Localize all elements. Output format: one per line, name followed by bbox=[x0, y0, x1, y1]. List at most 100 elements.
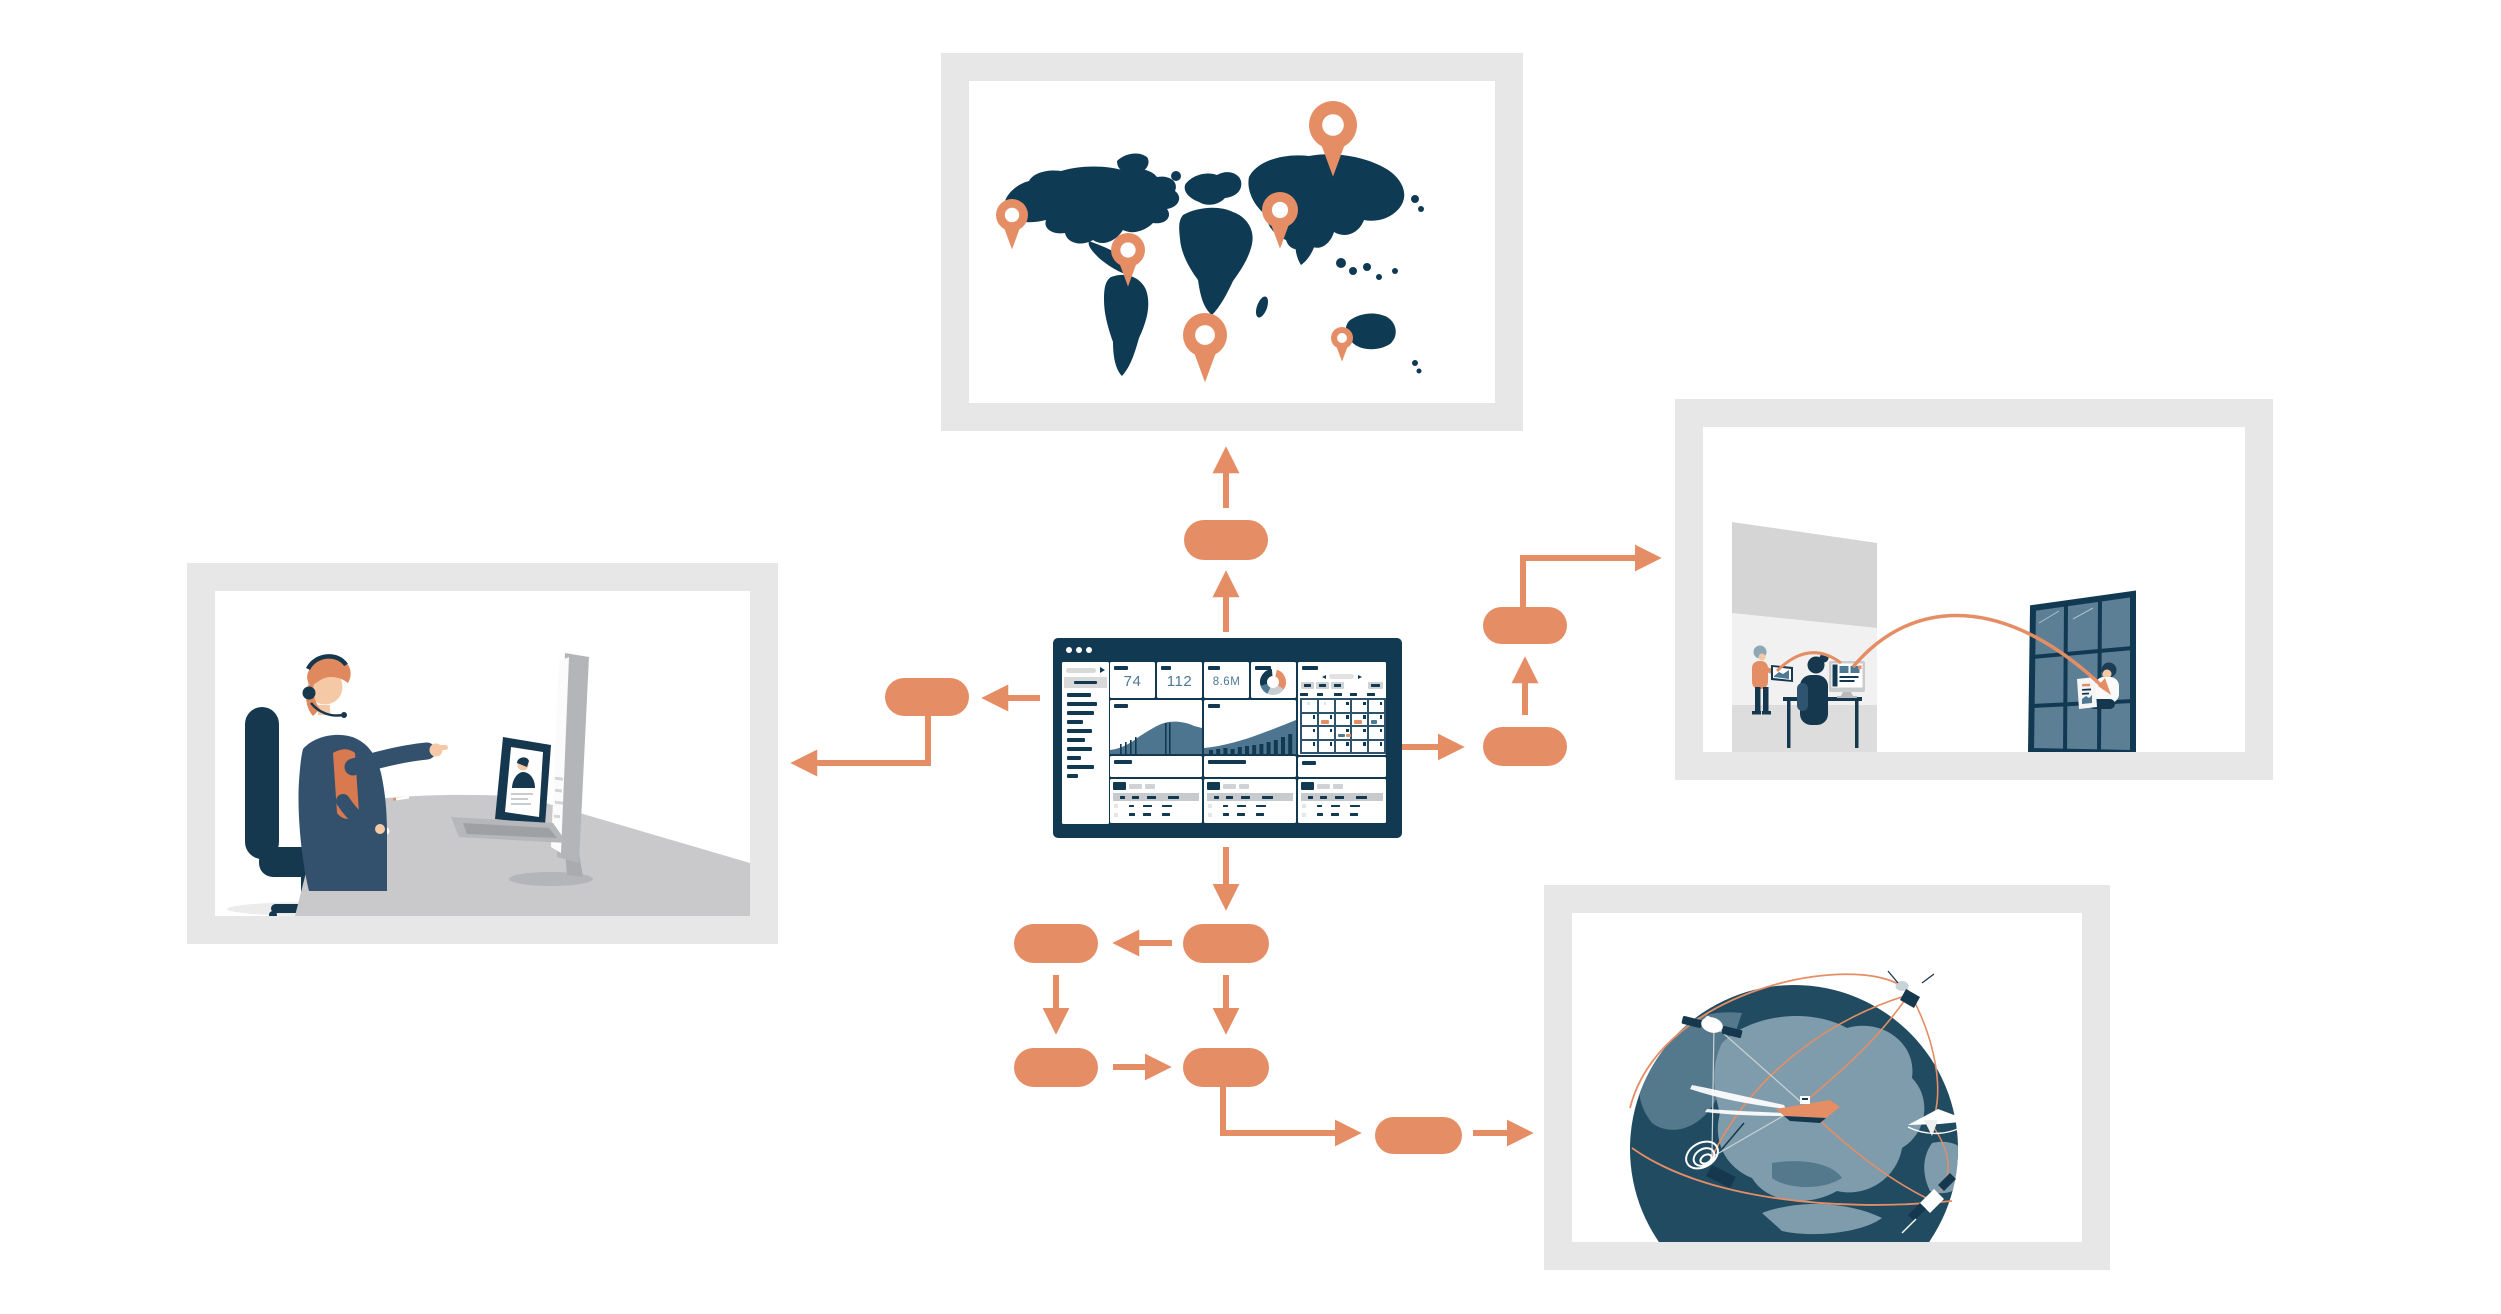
table-header-row bbox=[1207, 793, 1293, 801]
submit-arrow-icon[interactable] bbox=[1100, 667, 1105, 673]
table-header-row bbox=[1301, 793, 1383, 801]
window-controls bbox=[1066, 647, 1092, 653]
calendar-filter-button[interactable] bbox=[1331, 682, 1344, 689]
bar-area-chart bbox=[1204, 720, 1296, 754]
stat-value: 8.6M bbox=[1212, 676, 1241, 688]
calendar-event[interactable] bbox=[1345, 733, 1352, 737]
sidebar-selected-item[interactable] bbox=[1064, 677, 1107, 688]
calendar-event[interactable] bbox=[1320, 720, 1329, 724]
calendar-filter-button[interactable] bbox=[1368, 682, 1383, 689]
chart-title-bar bbox=[1208, 704, 1220, 708]
map-pin-icon bbox=[1183, 313, 1227, 383]
calendar-cell[interactable] bbox=[1334, 699, 1352, 713]
stat-title-bar bbox=[1255, 666, 1271, 670]
calendar-filter-button[interactable] bbox=[1301, 682, 1314, 689]
table-tab[interactable] bbox=[1145, 783, 1155, 789]
stat-card: 112 bbox=[1157, 662, 1202, 698]
chevron-right-icon[interactable] bbox=[1358, 674, 1362, 679]
calendar-event[interactable] bbox=[1337, 733, 1345, 737]
flow-node-b4 bbox=[1183, 1048, 1269, 1087]
headset-icon bbox=[302, 654, 348, 718]
section-label-card bbox=[1298, 757, 1386, 777]
calendar-cell[interactable] bbox=[1334, 712, 1352, 726]
section-title-bar bbox=[1208, 760, 1246, 764]
data-table-card bbox=[1204, 779, 1296, 823]
calendar-cell[interactable] bbox=[1317, 739, 1335, 753]
flow-node-b3 bbox=[1014, 1048, 1098, 1087]
data-table-card bbox=[1298, 779, 1386, 823]
calendar-cell[interactable] bbox=[1301, 726, 1318, 740]
flow-node-to-globe bbox=[1375, 1117, 1462, 1154]
calendar-cell[interactable] bbox=[1301, 739, 1318, 753]
video-call-panel bbox=[187, 563, 778, 944]
search-input[interactable] bbox=[1066, 667, 1096, 673]
calendar-cell[interactable] bbox=[1301, 699, 1318, 713]
calendar-cell[interactable] bbox=[1317, 726, 1335, 740]
table-tab-active[interactable] bbox=[1207, 782, 1220, 790]
calendar-cell[interactable] bbox=[1368, 712, 1385, 726]
calendar-grid[interactable] bbox=[1300, 698, 1386, 754]
flow-node-to-office-1 bbox=[1483, 727, 1567, 766]
table-tab-active[interactable] bbox=[1113, 782, 1126, 790]
office-panel-inner bbox=[1703, 427, 2245, 752]
calendar-cell[interactable] bbox=[1334, 739, 1352, 753]
table-tab-active[interactable] bbox=[1301, 782, 1314, 790]
row-checkbox[interactable] bbox=[1114, 804, 1118, 808]
table-tab[interactable] bbox=[1333, 783, 1343, 789]
calendar-cell[interactable] bbox=[1317, 699, 1335, 713]
desk bbox=[295, 794, 750, 916]
row-checkbox[interactable] bbox=[1302, 804, 1306, 808]
row-checkbox[interactable] bbox=[1114, 812, 1118, 817]
office-illustration bbox=[1732, 522, 2136, 752]
window-laptop bbox=[2077, 677, 2097, 709]
chair-back bbox=[1797, 683, 1808, 711]
table-tab[interactable] bbox=[1223, 783, 1236, 789]
calendar-cell[interactable] bbox=[1334, 726, 1352, 740]
calendar-cell[interactable] bbox=[1368, 699, 1385, 713]
calendar-cell[interactable] bbox=[1351, 712, 1369, 726]
video-call-illustration bbox=[227, 653, 750, 916]
section-title-bar bbox=[1302, 761, 1316, 765]
row-checkbox[interactable] bbox=[1208, 812, 1212, 817]
arc-arrowhead-icon bbox=[2098, 678, 2111, 695]
flow-node-to-map bbox=[1184, 520, 1268, 560]
satellite-top-right-icon bbox=[1887, 970, 1935, 1008]
calendar-cell[interactable] bbox=[1368, 739, 1385, 753]
calendar-cell[interactable] bbox=[1317, 712, 1335, 726]
table-tab[interactable] bbox=[1239, 783, 1249, 789]
calendar-filter-button[interactable] bbox=[1316, 682, 1329, 689]
map-pin-icon bbox=[1331, 327, 1353, 362]
flow-arrow bbox=[790, 716, 931, 777]
sidebar-search[interactable] bbox=[1065, 666, 1106, 674]
remote-worker bbox=[2077, 662, 2119, 709]
calendar-cell[interactable] bbox=[1301, 712, 1318, 726]
laptop bbox=[451, 737, 567, 843]
sidebar-menu-items[interactable] bbox=[1067, 693, 1097, 783]
table-tab[interactable] bbox=[1317, 783, 1330, 789]
ship bbox=[1690, 1085, 1840, 1123]
desk-monitor bbox=[1829, 661, 1865, 698]
stat-title-bar bbox=[1161, 666, 1171, 670]
calendar-event[interactable] bbox=[1371, 720, 1378, 724]
table-tab[interactable] bbox=[1129, 783, 1142, 789]
calendar-cell[interactable] bbox=[1351, 699, 1369, 713]
chevron-left-icon[interactable] bbox=[1322, 674, 1326, 679]
calendar-cell[interactable] bbox=[1351, 726, 1369, 740]
stat-title-bar bbox=[1208, 666, 1220, 670]
row-checkbox[interactable] bbox=[1208, 804, 1212, 808]
dashboard-window: 74 112 8.6M bbox=[1053, 638, 1402, 838]
row-checkbox[interactable] bbox=[1302, 812, 1306, 817]
calendar-event[interactable] bbox=[1354, 720, 1363, 724]
analyst-sitting bbox=[1797, 653, 1829, 725]
map-pin-icon bbox=[1111, 233, 1145, 287]
calendar-cell[interactable] bbox=[1368, 726, 1385, 740]
stat-card: 8.6M bbox=[1204, 662, 1249, 698]
map-pin-icon bbox=[1262, 192, 1298, 249]
colleague-standing bbox=[1752, 645, 1793, 715]
flow-node-to-office-2 bbox=[1483, 607, 1567, 644]
video-call-remote-person bbox=[511, 757, 535, 805]
calendar-cell[interactable] bbox=[1351, 739, 1369, 753]
area-chart bbox=[1110, 721, 1202, 754]
window-dot-icon bbox=[1076, 647, 1082, 653]
stat-card: 74 bbox=[1110, 662, 1155, 698]
